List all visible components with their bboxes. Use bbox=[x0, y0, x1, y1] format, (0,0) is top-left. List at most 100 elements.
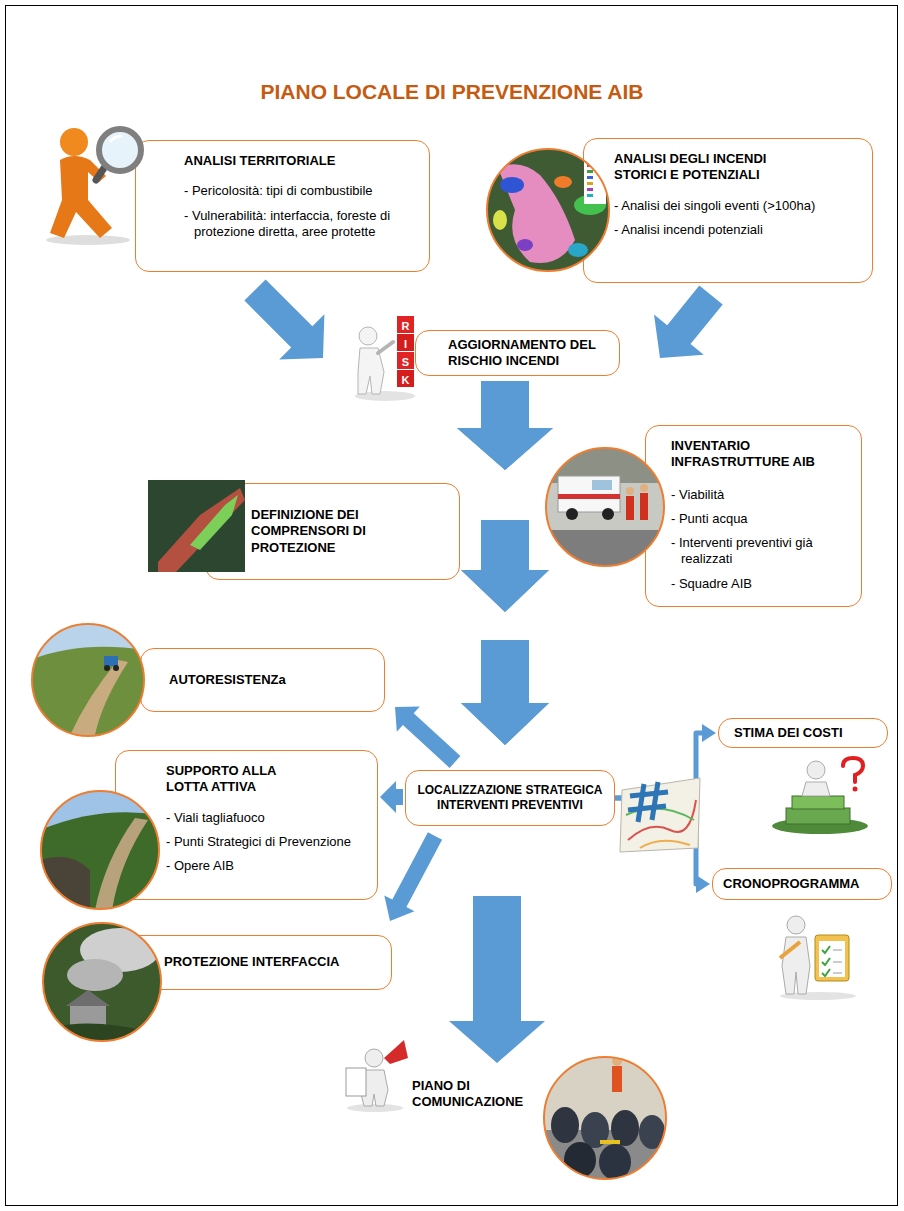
cost-person-icon-part bbox=[802, 782, 830, 796]
schedule-person-icon-part bbox=[780, 942, 800, 958]
list-item: - Vulnerabilità: interfaccia, foreste di… bbox=[184, 208, 421, 241]
fire-map-photo-part-part bbox=[500, 177, 524, 193]
firefighters-photo-part-part bbox=[640, 493, 648, 520]
block-arrow bbox=[380, 781, 403, 813]
box-heading: PIANO DI COMUNICAZIONE bbox=[412, 1078, 542, 1111]
meeting-photo-part bbox=[544, 1057, 666, 1179]
box-heading: PROTEZIONE INTERFACCIA bbox=[164, 954, 383, 970]
megaphone-person-icon-part bbox=[347, 1104, 403, 1112]
fire-map-photo-part-part bbox=[587, 188, 593, 191]
flow-arrow bbox=[384, 832, 442, 921]
fire-map-photo-part bbox=[486, 148, 610, 272]
megaphone-person-icon-part bbox=[346, 1068, 366, 1096]
megaphone-person-icon-part bbox=[384, 1040, 408, 1064]
satellite-map-image bbox=[148, 480, 245, 572]
block-arrow bbox=[395, 707, 460, 768]
flow-arrow bbox=[654, 286, 723, 358]
interface-fire-photo-part bbox=[42, 922, 162, 1042]
risk-person-icon bbox=[355, 316, 415, 401]
box-heading: INVENTARIO INFRASTRUTTURE AIB bbox=[671, 438, 853, 471]
list-item: - Analisi dei singoli eventi (>100ha) bbox=[614, 198, 862, 214]
block-arrow bbox=[457, 381, 553, 470]
search-person-icon-part bbox=[46, 235, 130, 245]
track-photo-part bbox=[30, 622, 146, 740]
firefighters-photo-part-part bbox=[640, 484, 648, 492]
list-item: - Analisi incendi potenziali bbox=[614, 222, 862, 238]
cost-person-icon-part bbox=[786, 808, 850, 824]
firebreak-photo-part-part bbox=[95, 818, 148, 910]
box-heading: DEFINIZIONE DEI COMPRENSORI DI PROTEZION… bbox=[251, 507, 401, 556]
firebreak-photo-part bbox=[40, 790, 160, 910]
list-item: - Pericolosità: tipi di combustibile bbox=[184, 183, 421, 199]
risk-person-icon-part bbox=[359, 327, 377, 345]
flow-arrow bbox=[457, 381, 553, 470]
frame-border bbox=[6, 6, 898, 1206]
firefighters-photo-part-part bbox=[626, 496, 634, 520]
map-icon-part bbox=[652, 782, 658, 820]
interface-fire-photo-part-part bbox=[66, 990, 110, 1006]
flow-arrow bbox=[449, 896, 545, 1063]
satellite-map-image-part bbox=[158, 488, 245, 572]
flow-arrow bbox=[380, 781, 403, 813]
flow-arrow bbox=[457, 381, 553, 470]
fire-map-photo-part-part bbox=[587, 176, 593, 179]
track-photo-part-part bbox=[104, 665, 110, 671]
label-holder: I bbox=[397, 334, 414, 351]
list-item: - Viali tagliafuoco bbox=[166, 810, 369, 826]
block-letter: K bbox=[402, 374, 410, 386]
process-box: ANALISI DEGLI INCENDI STORICI E POTENZIA… bbox=[583, 138, 873, 283]
risk-person-icon-part bbox=[397, 316, 414, 333]
label-holder: K bbox=[397, 370, 414, 387]
box-heading: AGGIORNAMENTO DEL RISCHIO INCENDI bbox=[448, 337, 613, 370]
firebreak-photo-part bbox=[41, 791, 159, 909]
map-icon bbox=[620, 778, 700, 852]
box-heading: SUPPORTO ALLA LOTTA ATTIVA bbox=[166, 763, 301, 796]
list-item: - Punti acqua bbox=[671, 511, 853, 527]
interface-fire-photo-part bbox=[43, 923, 161, 1041]
block-letter: S bbox=[402, 356, 409, 368]
interface-fire-photo-part-part bbox=[67, 959, 123, 991]
track-photo-part bbox=[32, 624, 144, 736]
box-heading: ANALISI DEGLI INCENDI STORICI E POTENZIA… bbox=[614, 151, 814, 184]
arrow-head bbox=[696, 875, 710, 893]
interface-fire-photo bbox=[42, 922, 162, 1042]
firebreak-photo-part-part bbox=[40, 790, 160, 910]
list-item: - Viabilità bbox=[671, 487, 853, 503]
schedule-person-icon-part bbox=[822, 958, 830, 965]
flow-arrow bbox=[395, 707, 460, 768]
fire-map-photo-part-part bbox=[498, 164, 575, 263]
risk-person-icon-part bbox=[378, 342, 393, 353]
flow-arrow bbox=[461, 520, 549, 745]
block-arrow bbox=[461, 640, 549, 745]
block-arrow bbox=[457, 381, 553, 470]
box-heading: ANALISI TERRITORIALE bbox=[184, 153, 421, 169]
search-person-icon-part bbox=[99, 129, 141, 171]
list-item: - Squadre AIB bbox=[671, 576, 853, 592]
process-box: AGGIORNAMENTO DEL RISCHIO INCENDI bbox=[415, 330, 620, 376]
block-arrow bbox=[461, 640, 549, 745]
cost-person-icon bbox=[772, 758, 868, 834]
fire-map-photo-part-part bbox=[517, 239, 533, 251]
box-heading: AUTORESISTENZa bbox=[169, 672, 376, 688]
process-box: PIANO DI COMUNICAZIONE bbox=[412, 1078, 542, 1111]
firefighters-photo-part-part bbox=[545, 530, 665, 570]
schedule-person-icon-part bbox=[822, 946, 830, 953]
track-photo-part-part bbox=[104, 656, 118, 666]
box-heading: LOCALIZZAZIONE STRATEGICA INTERVENTI PRE… bbox=[414, 783, 606, 813]
firefighters-photo-part-part bbox=[558, 494, 620, 499]
cost-person-icon-part bbox=[853, 787, 858, 792]
schedule-person-icon-part bbox=[787, 916, 805, 934]
process-box: ANALISI TERRITORIALE - Pericolosità: tipi… bbox=[135, 140, 430, 272]
flow-arrow bbox=[461, 520, 549, 745]
firefighters-photo bbox=[545, 447, 665, 570]
schedule-person-icon-part bbox=[822, 969, 830, 976]
meeting-photo-part-part bbox=[612, 1066, 622, 1092]
cost-person-icon-part bbox=[807, 761, 825, 779]
meeting-photo bbox=[543, 1056, 667, 1180]
interface-fire-photo-part-part bbox=[42, 922, 162, 1042]
block-arrow bbox=[654, 286, 723, 358]
title-area: PIANO LOCALE DI PREVENZIONE AIB bbox=[0, 80, 904, 104]
fire-map-photo-part-part bbox=[568, 243, 588, 257]
track-photo-part-part bbox=[68, 660, 128, 740]
